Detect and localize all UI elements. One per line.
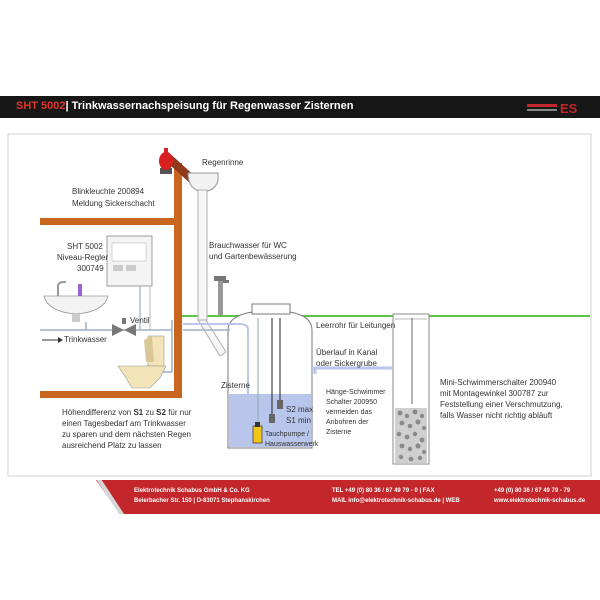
footer-address: Beierbacher Str. 150 | D-83071 Stephansk… bbox=[134, 498, 270, 504]
product-code: SHT 5002 bbox=[16, 100, 66, 112]
label-leerrohr: Leerrohr für Leitungen bbox=[316, 321, 396, 330]
rain-gutter bbox=[187, 172, 227, 357]
label-haenge-5: Zisterne bbox=[326, 429, 352, 436]
svg-text:ES: ES bbox=[560, 101, 578, 116]
label-haenge-2: Schalter 200950 bbox=[326, 399, 377, 406]
label-blinkleuchte: Blinkleuchte 200894 bbox=[72, 187, 145, 196]
warning-light-icon bbox=[159, 148, 173, 174]
valve-icon bbox=[112, 318, 136, 336]
label-hoehe-1: Höhendifferenz von S1 zu S2 für nur bbox=[62, 408, 192, 417]
label-garten: und Gartenbewässerung bbox=[209, 252, 297, 261]
installation-diagram bbox=[7, 133, 592, 477]
label-haenge-3: vermeiden das bbox=[326, 409, 372, 416]
label-haenge-1: Hänge-Schwimmer bbox=[326, 389, 386, 396]
label-sickergrube: oder Sickergrube bbox=[316, 359, 377, 368]
arrow-right-icon bbox=[42, 337, 63, 343]
toilet-icon bbox=[117, 335, 167, 389]
label-ueberlauf: Überlauf in Kanal bbox=[316, 348, 378, 357]
label-sht-nr: 300749 bbox=[77, 264, 104, 273]
pump-icon bbox=[252, 318, 263, 444]
footer-company: Elektrotechnik Schabus GmbH & Co. KG bbox=[134, 488, 250, 494]
label-hoehe-3: zu sparen und dem nächsten Regen bbox=[62, 430, 191, 439]
footer-mail[interactable]: MAIL info@elektrotechnik-schabus.de | WE… bbox=[332, 498, 460, 504]
label-trinkwasser: Trinkwasser bbox=[64, 335, 107, 344]
diagram-frame bbox=[7, 133, 592, 477]
label-regenrinne: Regenrinne bbox=[202, 158, 244, 167]
footer-tel: TEL +49 (0) 80 36 / 67 49 79 - 0 | FAX bbox=[332, 488, 435, 494]
label-haenge-4: Anbohren der bbox=[326, 419, 369, 426]
label-mini-2: mit Montagewinkel 300787 zur bbox=[440, 389, 549, 398]
label-pumpe: Tauchpumpe / bbox=[265, 431, 309, 438]
footer-web[interactable]: www.elektrotechnik-schabus.de bbox=[494, 498, 586, 504]
level-controller-device bbox=[106, 235, 153, 287]
footer-fax: +49 (0) 80 36 / 67 49 79 - 79 bbox=[494, 488, 571, 494]
label-hoehe-4: ausreichend Platz zu lassen bbox=[62, 441, 162, 450]
label-brauchwasser: Brauchwasser für WC bbox=[209, 241, 287, 250]
label-sht: SHT 5002 bbox=[67, 242, 103, 251]
label-s1: S1 min bbox=[286, 416, 311, 425]
company-logo: ES bbox=[527, 101, 578, 116]
float-switches bbox=[269, 318, 283, 423]
label-niveau: Niveau-Regler bbox=[57, 253, 109, 262]
header-bar bbox=[0, 96, 600, 118]
service-water-pipe bbox=[214, 276, 229, 315]
seepage-shaft bbox=[392, 313, 430, 465]
label-s2: S2 max bbox=[286, 405, 314, 414]
label-hoehe-2: einen Tagesbedarf am Trinkwasser bbox=[62, 419, 186, 428]
conduit-pipe bbox=[183, 323, 249, 395]
label-mini-1: Mini-Schwimmerschalter 200940 bbox=[440, 378, 557, 387]
label-zisterne: Zisterne bbox=[221, 381, 250, 390]
label-meldung: Meldung Sickerschacht bbox=[72, 199, 155, 208]
page-title: SHT 5002| Trinkwassernachspeisung für Re… bbox=[16, 100, 354, 112]
label-mini-3: Feststellung einer Verschmutzung, bbox=[440, 400, 563, 409]
label-mini-4: falls Wasser nicht richtig abläuft bbox=[440, 411, 553, 420]
sink-icon bbox=[43, 281, 109, 322]
label-hauswasserwerk: Hauswasserwerk bbox=[265, 441, 319, 448]
cistern-tank bbox=[227, 303, 313, 449]
title-text: | Trinkwassernachspeisung für Regenwasse… bbox=[65, 100, 354, 112]
label-ventil: Ventil bbox=[130, 316, 150, 325]
